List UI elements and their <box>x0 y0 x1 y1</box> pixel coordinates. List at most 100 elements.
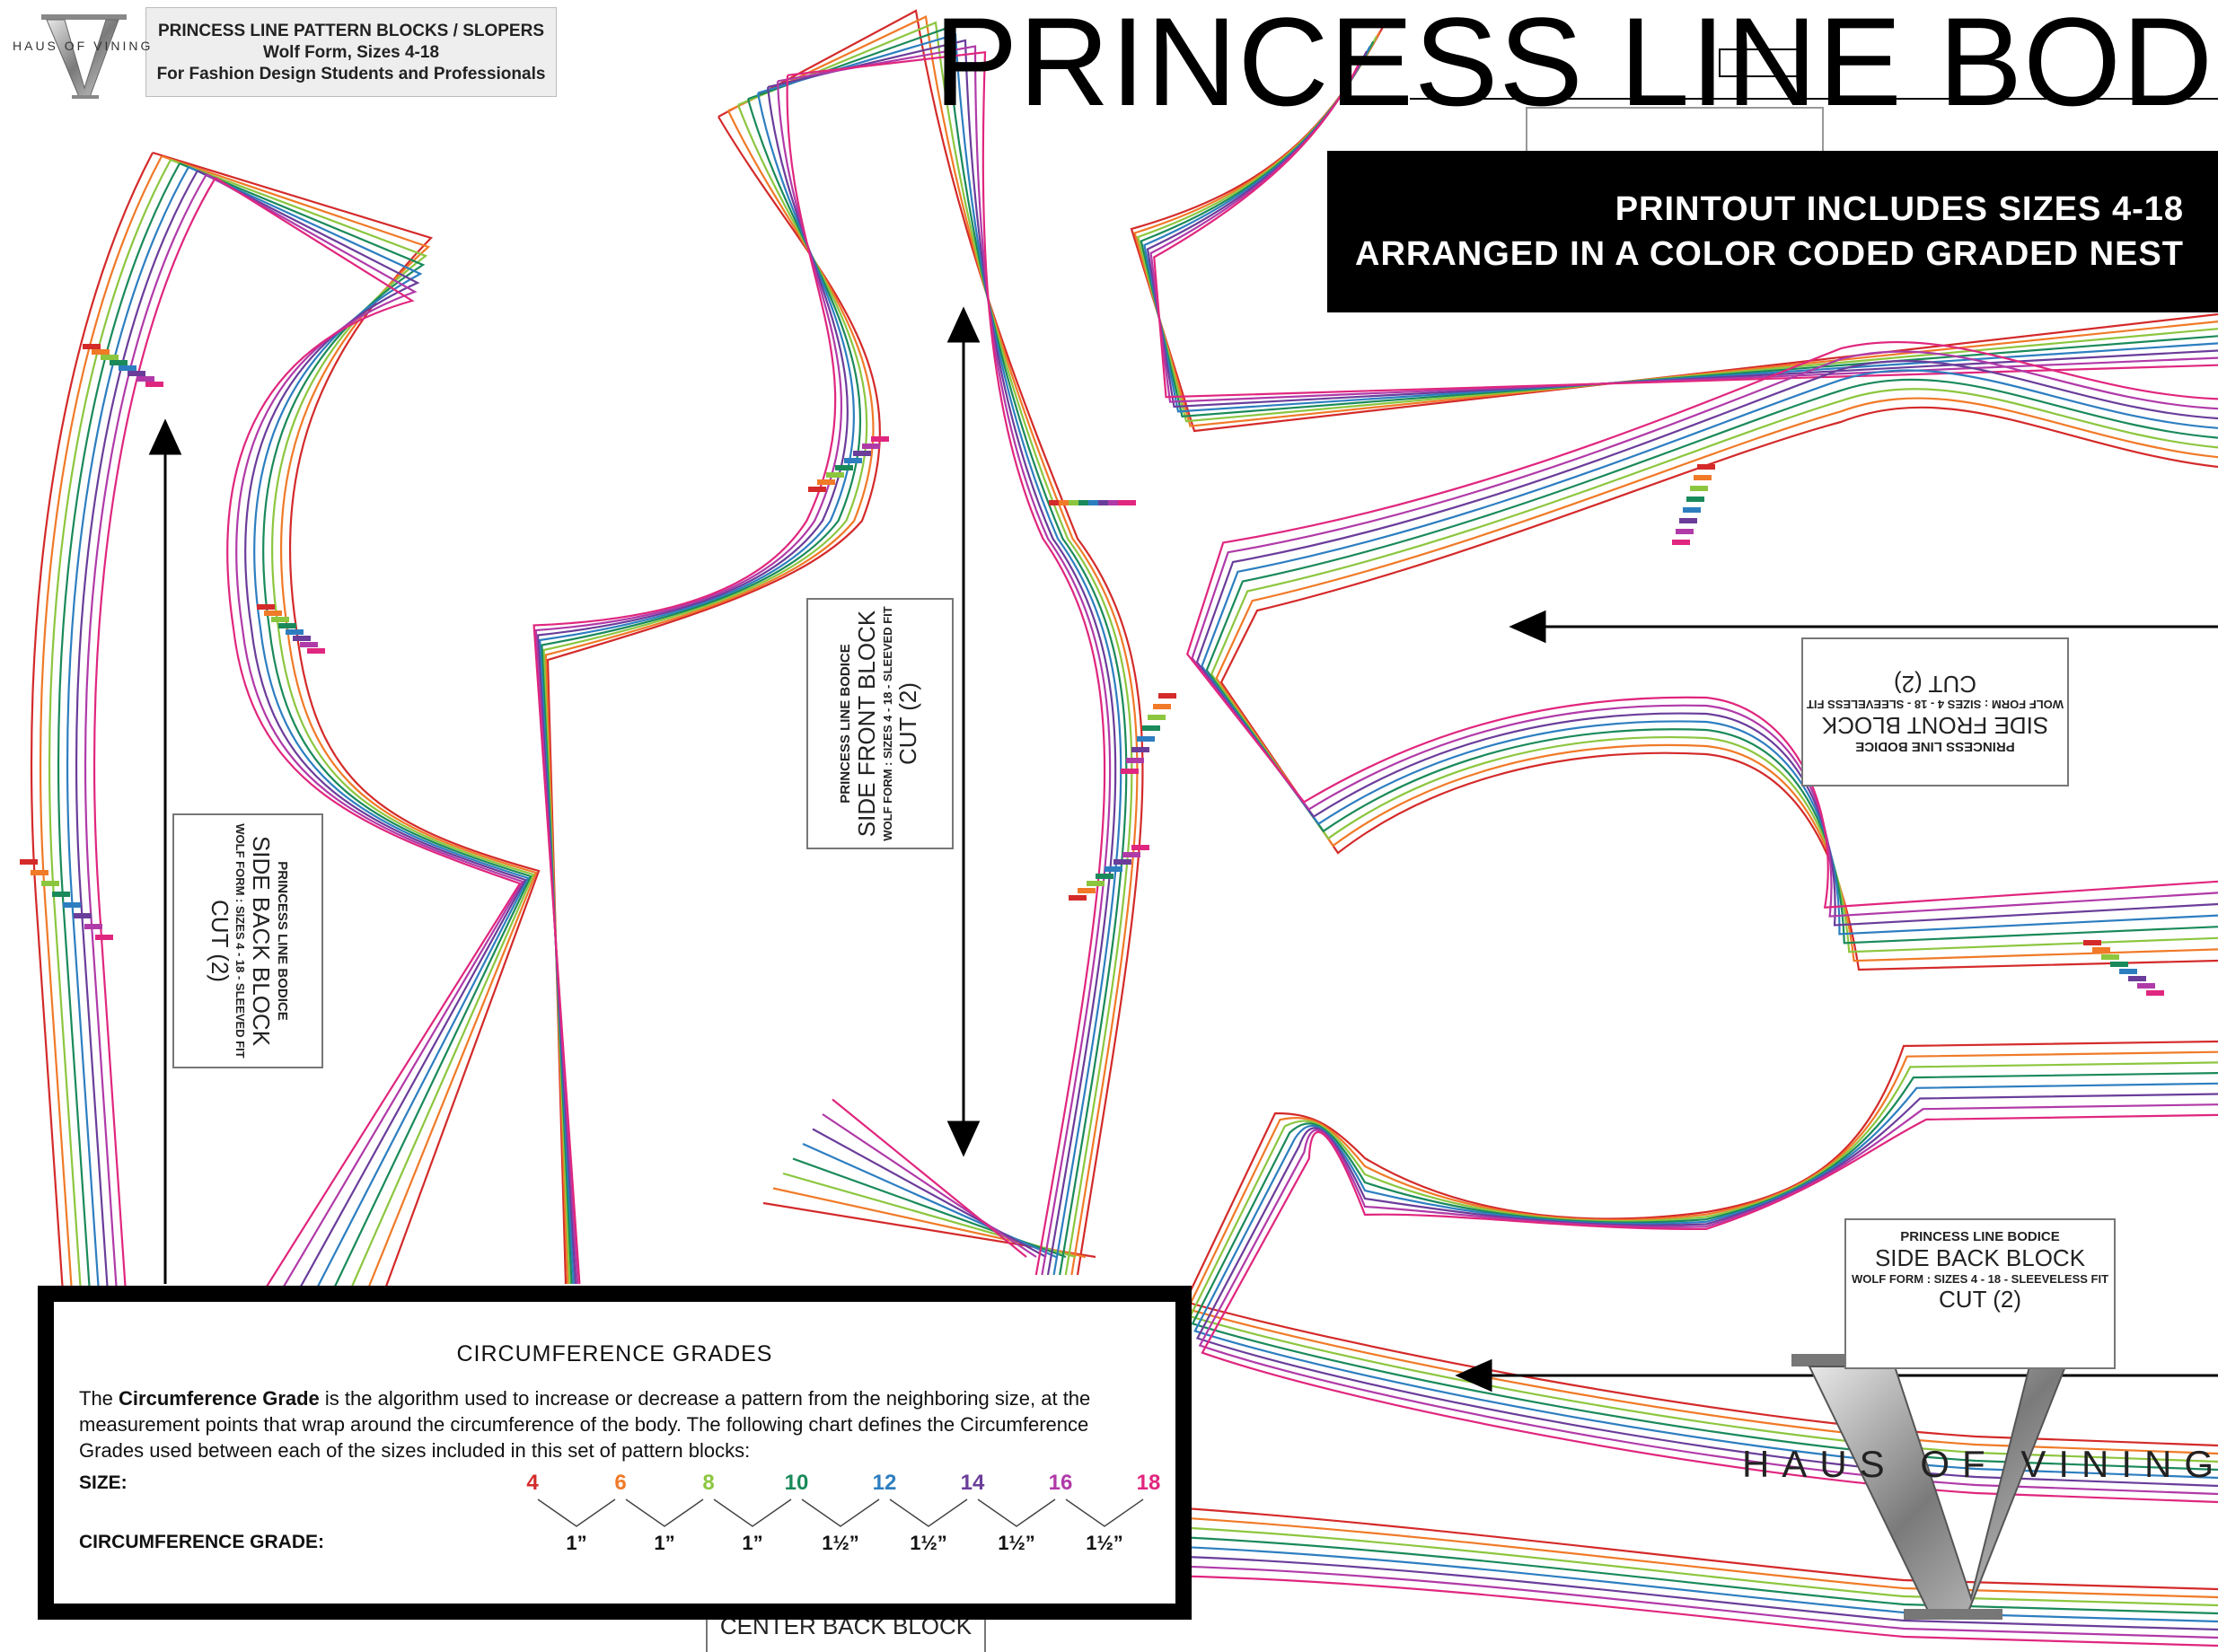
grade-label: CIRCUMFERENCE GRADE: <box>79 1532 324 1552</box>
side-front-sleeveless-piece <box>1185 340 2218 909</box>
grades-description: The Circumference Grade is the algorithm… <box>79 1385 1139 1463</box>
center-back-piece <box>1184 1507 2218 1591</box>
grade-connector <box>537 1498 616 1527</box>
size-value: 16 <box>1048 1471 1073 1495</box>
label-line4: CUT (2) <box>207 900 233 982</box>
sheet-header: PRINCESS LINE PATTERN BLOCKS / SLOPERS W… <box>145 7 557 97</box>
desc-pre: The <box>79 1387 119 1410</box>
size-value: 4 <box>526 1471 539 1495</box>
front-piece-top <box>1153 60 2218 399</box>
side-front-sleeved-piece <box>534 45 1112 1285</box>
label-side-back-sleeved: PRINCESS LINE BODICE SIDE BACK BLOCK WOL… <box>172 813 323 1068</box>
center-back-piece <box>1184 1555 2218 1631</box>
side-back-sleeved-piece <box>66 166 530 1312</box>
side-front-sleeveless-piece <box>1191 350 2218 918</box>
side-back-sleeveless-piece <box>1193 1082 2218 1480</box>
side-back-sleeved-piece <box>30 151 541 1312</box>
side-front-sleeveless-piece <box>1215 397 2218 962</box>
side-back-sleeveless-piece <box>1188 1061 2218 1463</box>
center-back-piece <box>1184 1546 2218 1623</box>
page-title: PRINCESS LINE BODICE <box>934 0 2218 132</box>
label-side-front-sleeved: PRINCESS LINE BODICE SIDE FRONT BLOCK WO… <box>806 598 954 849</box>
size-value: 6 <box>614 1471 627 1495</box>
grade-connector <box>977 1498 1056 1527</box>
grainline-arrow-icon <box>946 306 981 1157</box>
grade-value: 1½” <box>910 1532 947 1554</box>
header-line3: For Fashion Design Students and Professi… <box>156 65 546 83</box>
grade-connector <box>625 1498 704 1527</box>
label-line4: CUT (2) <box>1939 1286 2021 1313</box>
label-line2: SIDE BACK BLOCK <box>1874 1244 2086 1271</box>
size-label: SIZE: <box>79 1472 128 1493</box>
side-back-sleeved-piece <box>92 177 522 1312</box>
side-back-sleeved-piece <box>75 170 527 1312</box>
label-side-front-sleeveless: PRINCESS LINE BODICE SIDE FRONT BLOCK WO… <box>1801 637 2069 786</box>
side-front-sleeveless-piece <box>1205 378 2218 945</box>
grade-value: 1” <box>566 1532 587 1554</box>
size-value: 8 <box>702 1471 715 1495</box>
label-line3: WOLF FORM : SIZES 4 - 18 - SLEEVED FIT <box>233 823 247 1059</box>
promo-line1: PRINTOUT INCLUDES SIZES 4-18 <box>1615 190 2184 228</box>
label-line2: SIDE BACK BLOCK <box>248 835 275 1047</box>
circumference-grades-panel: CIRCUMFERENCE GRADES The Circumference G… <box>38 1286 1192 1620</box>
grade-value: 1½” <box>998 1532 1035 1554</box>
grade-connector <box>801 1498 880 1527</box>
side-front-sleeved-piece <box>532 50 1106 1285</box>
grainline-arrow-icon <box>148 418 182 1284</box>
brand-name-small: HAUS OF VINING <box>13 39 154 53</box>
grade-connector <box>1065 1498 1144 1527</box>
center-back-piece <box>1184 1526 2218 1607</box>
grainline-arrows <box>148 306 2218 1393</box>
grade-connector-lines <box>537 1498 1144 1527</box>
center-back-piece <box>1184 1565 2218 1639</box>
center-back-piece <box>1184 1516 2218 1599</box>
grade-value: 1½” <box>1086 1532 1123 1554</box>
pattern-pieces <box>20 9 2218 1648</box>
label-line3: WOLF FORM : SIZES 4 - 18 - SLEEVELESS FI… <box>1806 698 2064 711</box>
promo-line2: ARRANGED IN A COLOR CODED GRADED NEST <box>1355 235 2184 273</box>
header-line2: Wolf Form, Sizes 4-18 <box>262 43 440 62</box>
side-front-sleeved-piece <box>539 32 1122 1285</box>
label-line4: CUT (2) <box>894 682 921 765</box>
label-side-back-sleeveless: PRINCESS LINE BODICE SIDE BACK BLOCK WOL… <box>1844 1218 2116 1369</box>
label-line3: WOLF FORM : SIZES 4 - 18 - SLEEVED FIT <box>881 606 894 841</box>
label-line1: PRINCESS LINE BODICE <box>1900 1229 2060 1244</box>
size-value: 14 <box>960 1471 985 1495</box>
size-value: 18 <box>1136 1471 1161 1495</box>
desc-post: is the algorithm used to increase or dec… <box>79 1387 1091 1462</box>
side-back-sleeved-piece <box>48 158 535 1312</box>
grade-connector <box>889 1498 968 1527</box>
side-front-sleeveless-piece <box>1219 406 2218 971</box>
side-back-sleeveless-piece <box>1195 1093 2218 1488</box>
grade-value: 1½” <box>822 1532 859 1554</box>
label-line1: PRINCESS LINE BODICE <box>838 644 853 804</box>
label-line4: CUT (2) <box>1894 671 1976 698</box>
grade-connector <box>713 1498 792 1527</box>
side-front-sleeveless-piece <box>1195 359 2218 927</box>
side-back-sleeveless-piece <box>1198 1103 2218 1496</box>
label-line1: PRINCESS LINE BODICE <box>275 861 290 1021</box>
promo-banner: PRINTOUT INCLUDES SIZES 4-18 ARRANGED IN… <box>1327 151 2218 312</box>
label-line1: PRINCESS LINE BODICE <box>1855 739 2015 754</box>
side-front-sleeveless-piece <box>1201 369 2218 936</box>
side-back-sleeved-piece <box>57 162 532 1312</box>
header-line1: PRINCESS LINE PATTERN BLOCKS / SLOPERS <box>157 22 544 40</box>
size-value: 10 <box>784 1471 809 1495</box>
label-line3: WOLF FORM : SIZES 4 - 18 - SLEEVELESS FI… <box>1851 1272 2109 1286</box>
grades-title: CIRCUMFERENCE GRADES <box>456 1341 773 1366</box>
side-back-sleeveless-piece <box>1191 1072 2218 1472</box>
grade-value: 1” <box>742 1532 763 1554</box>
grainline-arrow-icon <box>1509 610 2218 644</box>
side-back-sleeveless-piece <box>1201 1113 2218 1504</box>
side-back-sleeved-piece <box>84 173 524 1312</box>
label-line2: SIDE FRONT BLOCK <box>1821 712 2049 739</box>
label-line2: SIDE FRONT BLOCK <box>853 610 880 838</box>
center-back-piece <box>1184 1575 2218 1648</box>
grade-value: 1” <box>654 1532 675 1554</box>
brand-name-large: HAUS OF VINING <box>1742 1443 2218 1485</box>
desc-bold: Circumference Grade <box>119 1387 320 1410</box>
haus-of-vining-logo-icon <box>41 14 127 99</box>
center-back-piece <box>1184 1536 2218 1615</box>
